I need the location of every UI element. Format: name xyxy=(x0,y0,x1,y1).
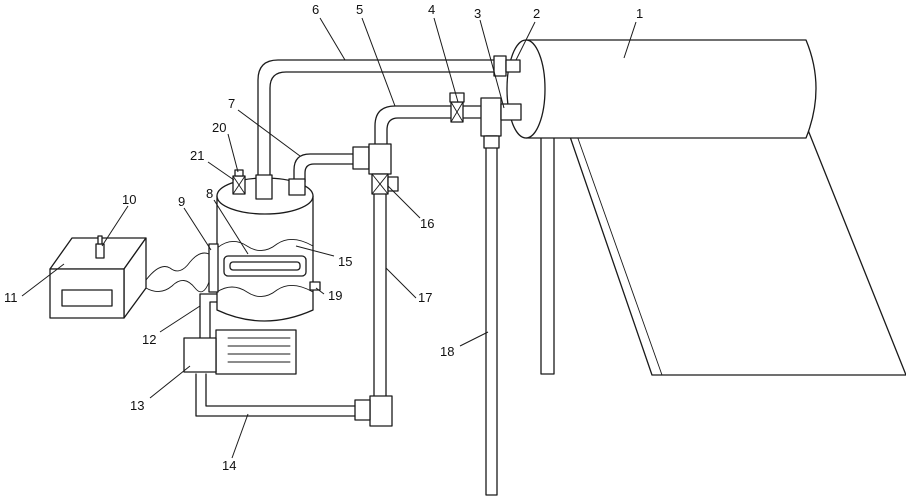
label-17: 17 xyxy=(418,290,432,305)
label-4: 4 xyxy=(428,2,435,17)
label-20: 20 xyxy=(212,120,226,135)
power-cable xyxy=(145,252,210,293)
label-21: 21 xyxy=(190,148,204,163)
label-3: 3 xyxy=(474,6,481,21)
label-5: 5 xyxy=(356,2,363,17)
label-13: 13 xyxy=(130,398,144,413)
label-12: 12 xyxy=(142,332,156,347)
label-1: 1 xyxy=(636,6,643,21)
leader-lines xyxy=(21,17,637,459)
label-18: 18 xyxy=(440,344,454,359)
solar-collector-panel xyxy=(565,124,906,376)
pipe-14 xyxy=(195,373,356,417)
label-19: 19 xyxy=(328,288,342,303)
valve-21 xyxy=(232,169,246,195)
pump-13 xyxy=(183,329,297,375)
label-10: 10 xyxy=(122,192,136,207)
tee-connector-lower xyxy=(354,395,393,427)
valve-body-upper xyxy=(352,143,392,175)
heating-vessel xyxy=(216,174,314,322)
label-2: 2 xyxy=(533,6,540,21)
pipe-7 xyxy=(293,153,354,183)
label-7: 7 xyxy=(228,96,235,111)
label-6: 6 xyxy=(312,2,319,17)
part-labels: 1 2 3 4 5 6 7 8 9 10 11 12 13 14 15 16 1… xyxy=(4,2,643,473)
pipe-12 xyxy=(199,293,219,341)
label-15: 15 xyxy=(338,254,352,269)
sensor-19 xyxy=(309,281,321,291)
support-leg xyxy=(540,131,555,375)
pipe-6 xyxy=(257,59,496,179)
pipe-5 xyxy=(374,105,481,147)
water-tank xyxy=(506,39,817,139)
label-16: 16 xyxy=(420,216,434,231)
controller-box xyxy=(49,235,147,319)
valve-16 xyxy=(371,173,399,195)
heating-element-8 xyxy=(223,255,307,277)
label-8: 8 xyxy=(206,186,213,201)
pipe-18 xyxy=(483,135,500,496)
label-11: 11 xyxy=(4,290,18,305)
pipe-17 xyxy=(373,193,387,397)
flange-9 xyxy=(208,243,219,293)
tee-connector-3 xyxy=(480,97,522,137)
label-9: 9 xyxy=(178,194,185,209)
fitting-2 xyxy=(493,55,521,77)
label-14: 14 xyxy=(222,458,236,473)
